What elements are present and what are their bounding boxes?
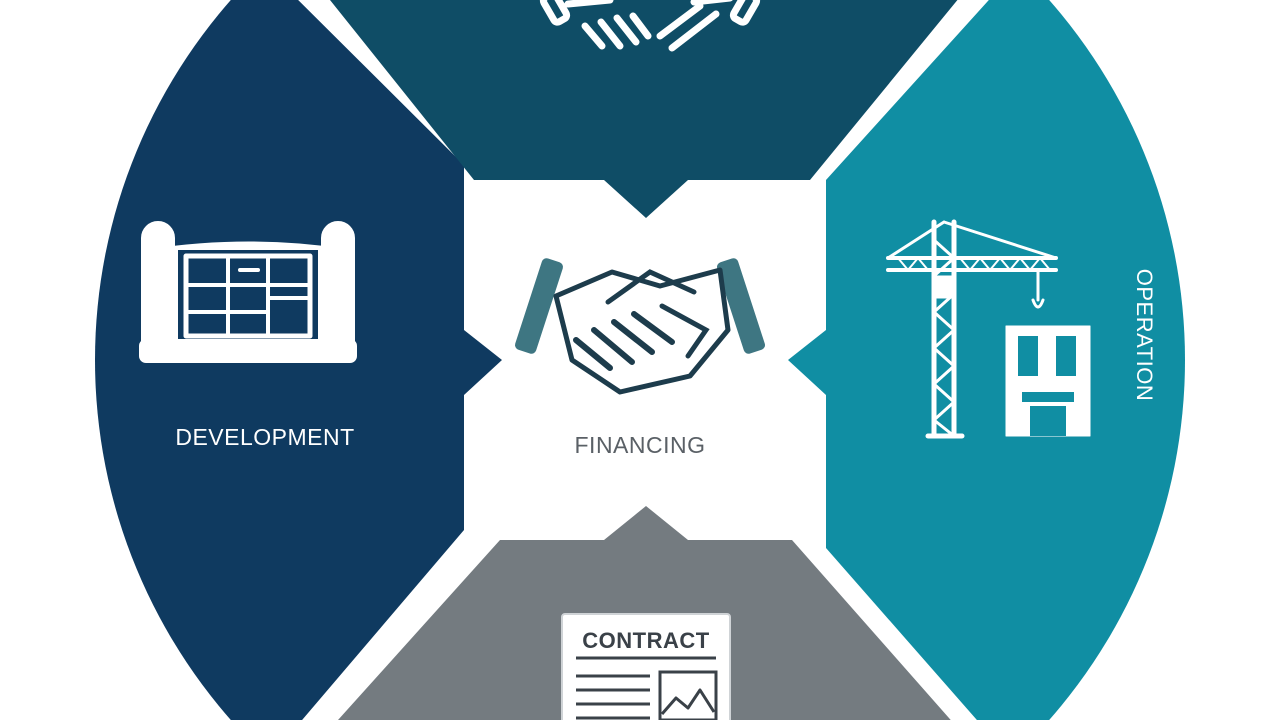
operation-label: OPERATION bbox=[1132, 268, 1157, 402]
development-label: DEVELOPMENT bbox=[175, 424, 355, 450]
financing-label: FINANCING bbox=[574, 432, 706, 458]
contract-label: CONTRACT bbox=[582, 628, 710, 653]
crane-building-icon bbox=[886, 219, 1091, 439]
center-handshake-icon bbox=[515, 258, 765, 395]
segment-top bbox=[306, 0, 982, 218]
top-handshake-icon bbox=[539, 0, 761, 52]
blueprint-icon bbox=[139, 221, 357, 363]
